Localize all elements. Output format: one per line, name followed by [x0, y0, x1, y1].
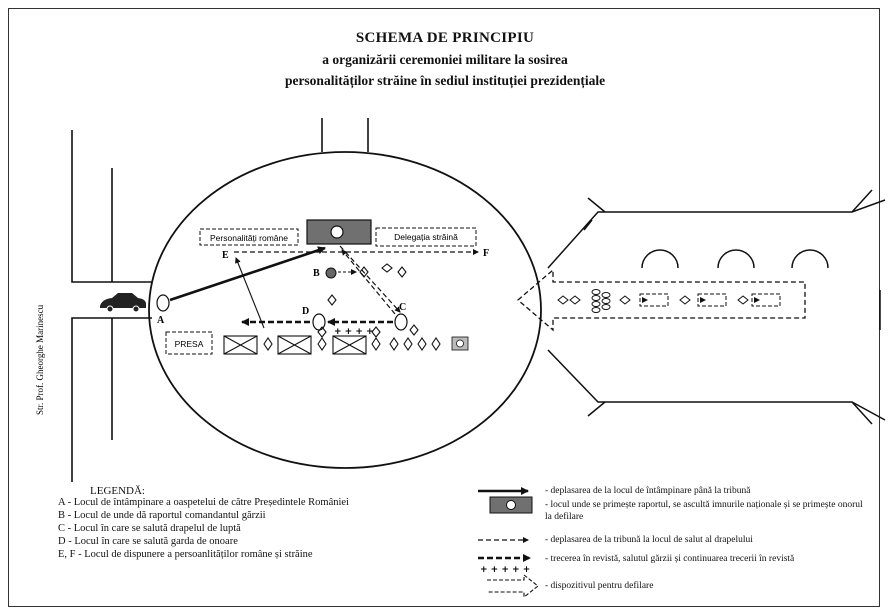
zone-delegatia-label: Delegația străină	[394, 232, 458, 242]
honor-guard-formation	[223, 263, 441, 355]
path-tribune-to-c	[339, 245, 401, 313]
legend-symbol-text-4: - trecerea în revistă, salutul gărzii și…	[545, 554, 795, 564]
defile-dispositive	[517, 268, 806, 332]
legend-symbol-text-1: - deplasarea de la locul de întâmpinare …	[545, 486, 751, 496]
legend-symbol-defile	[487, 573, 539, 599]
right-avenue	[547, 189, 886, 425]
point-f-label: F	[483, 248, 489, 259]
legend-symbols: + + + + +	[478, 487, 539, 599]
legend-symbol-text-3: - deplasarea de la tribună la locul de s…	[545, 535, 753, 545]
point-e-label: E	[222, 250, 229, 261]
path-c-to-tribune	[341, 249, 396, 315]
left-street	[71, 130, 152, 482]
point-b	[325, 267, 337, 279]
zone-presa-label: PRESA	[175, 339, 204, 349]
legend-item-c: C - Locul în care se salută drapelul de …	[58, 523, 241, 534]
legend-symbol-text-5: - dispozitivul pentru defilare	[545, 581, 654, 591]
courtyard-gate	[321, 118, 369, 152]
diagram-subtitle-2: personalităților străine în sediul insti…	[284, 73, 606, 88]
point-d	[312, 313, 326, 331]
point-b-label: B	[313, 268, 320, 279]
zone-delegatia	[375, 227, 477, 247]
zone-personalitati	[199, 228, 299, 246]
zone-presa	[165, 331, 213, 355]
path-a-to-tribune	[169, 246, 326, 302]
review-marks: + + + +	[334, 327, 374, 337]
svg-text:+ + + + +: + + + + +	[480, 565, 530, 575]
point-c	[394, 313, 408, 331]
legend-title: LEGENDĂ:	[90, 485, 145, 497]
point-a-label: A	[157, 315, 165, 326]
street-label: Str. Prof. Gheorghe Marinescu	[35, 304, 45, 415]
point-c-label: C	[399, 302, 406, 313]
courtyard-ellipse	[148, 151, 542, 469]
path-thin-to-e	[235, 257, 265, 329]
legend-item-ef: E, F - Locul de dispunere a persoanlităț…	[58, 549, 313, 560]
legend-item-a: A - Locul de întâmpinare a oaspetelui de…	[58, 497, 349, 508]
point-a	[156, 294, 170, 312]
tribune	[306, 219, 372, 245]
zone-personalitati-label: Personalități române	[210, 233, 288, 243]
legend-item-d: D - Locul în care se salută garda de ono…	[58, 536, 238, 547]
diagram-title: SCHEMA DE PRINCIPIU	[355, 30, 535, 46]
defile-column-arrows	[642, 297, 760, 303]
legend-item-b: B - Locul de unde dă raportul comandantu…	[58, 510, 266, 521]
point-d-label: D	[302, 306, 309, 317]
legend-symbol-text-2: - locul unde se primește raportul, se as…	[545, 500, 863, 522]
camera-icon	[451, 336, 469, 351]
car-icon	[100, 293, 146, 313]
defile-column	[557, 289, 781, 313]
diagram-subtitle-1: a organizării ceremoniei militare la sos…	[322, 52, 568, 67]
